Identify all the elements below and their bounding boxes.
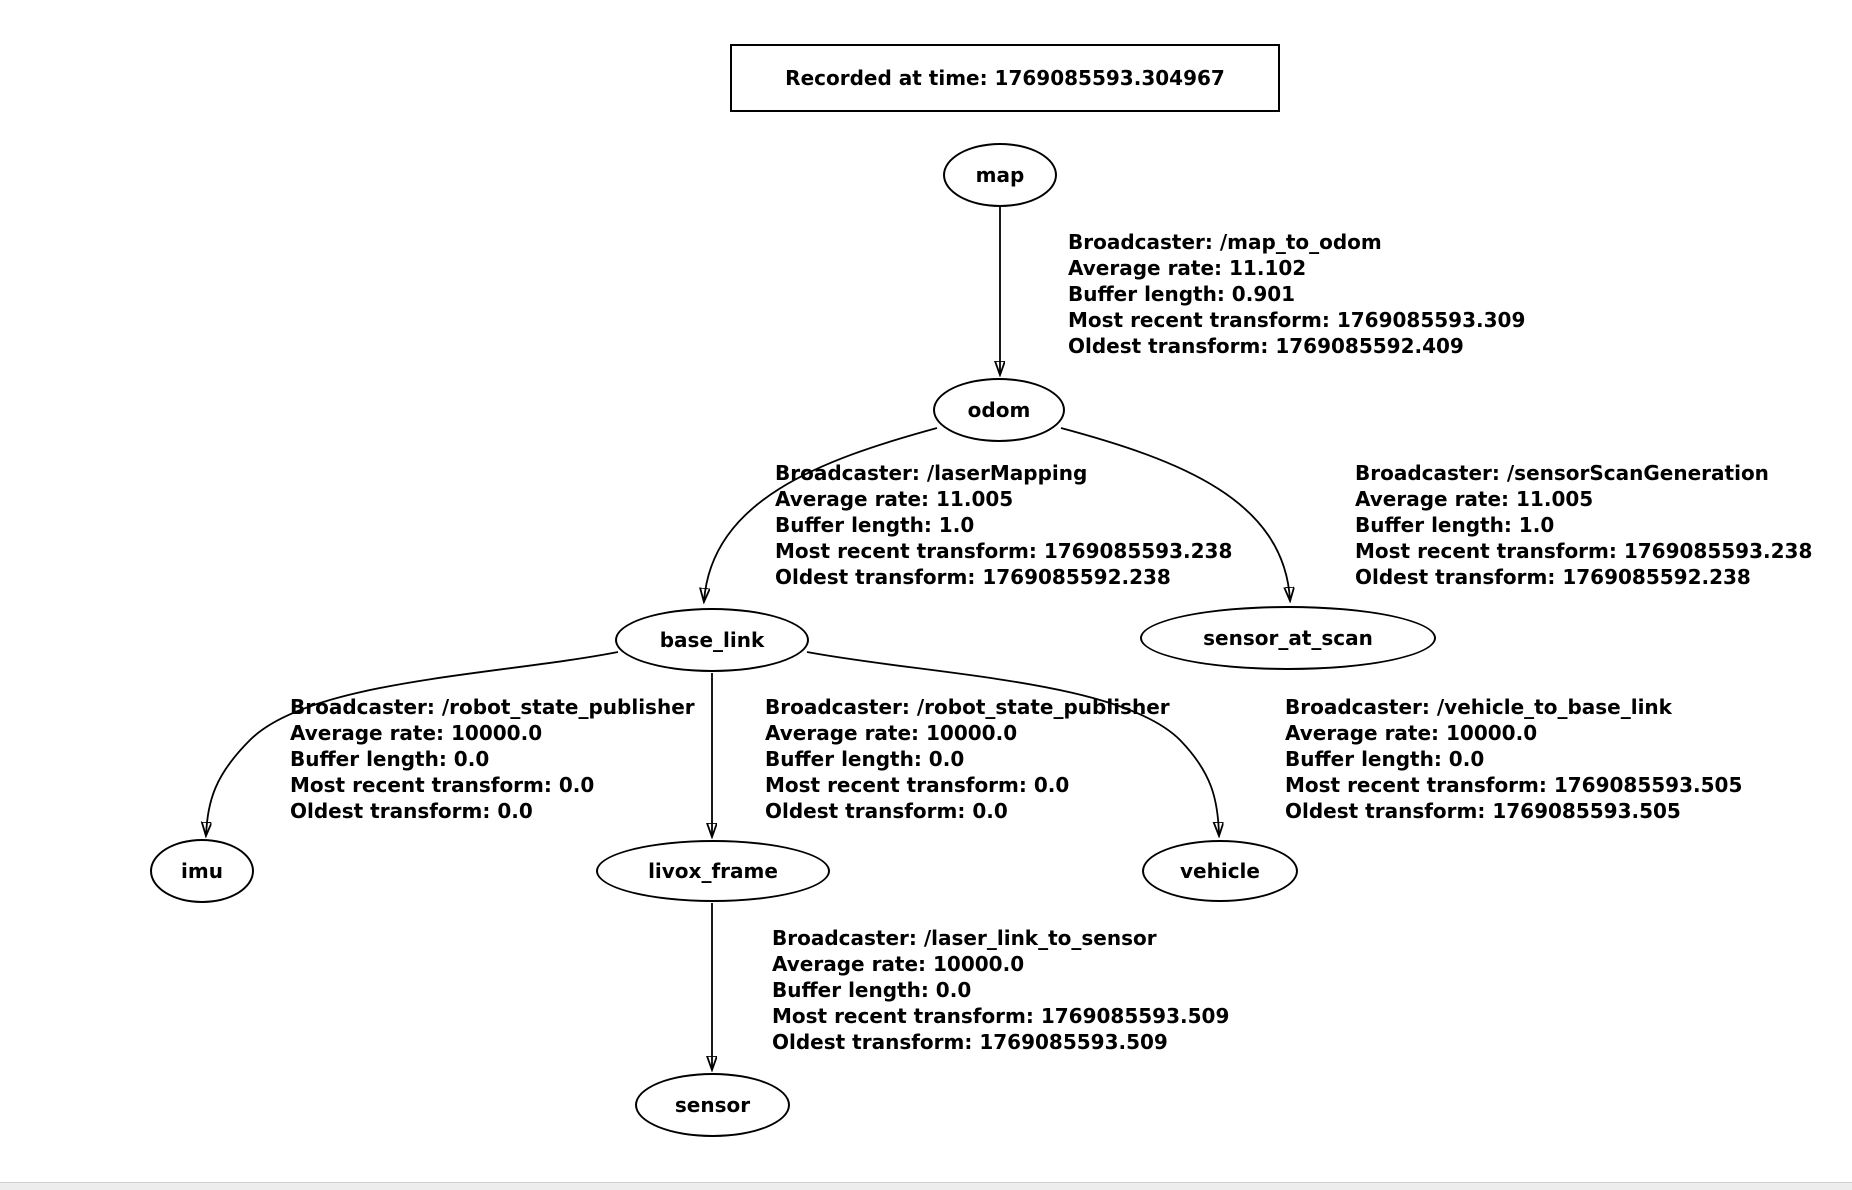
edge-label-line: Oldest transform: 0.0 [765, 799, 1008, 823]
frame-node-map: map [943, 143, 1057, 207]
frame-node-imu: imu [150, 839, 254, 903]
edge-label-line: Oldest transform: 1769085592.238 [1355, 565, 1751, 589]
edge-label-base-link-livox-frame: Broadcaster: /robot_state_publisher Aver… [765, 694, 1170, 824]
edge-label-line: Most recent transform: 1769085593.309 [1068, 308, 1526, 332]
edge-label-line: Buffer length: 0.0 [290, 747, 490, 771]
edge-base-link-vehicle [806, 651, 1219, 835]
frame-node-sensor: sensor [635, 1073, 790, 1137]
edge-label-line: Average rate: 10000.0 [772, 952, 1025, 976]
frame-node-base-link: base_link [615, 608, 809, 672]
frame-node-livox-frame: livox_frame [596, 840, 830, 902]
edge-label-line: Buffer length: 1.0 [1355, 513, 1555, 537]
edge-label-line: Broadcaster: /robot_state_publisher [765, 695, 1170, 719]
edge-label-line: Average rate: 10000.0 [1285, 721, 1538, 745]
edge-label-line: Broadcaster: /laserMapping [775, 461, 1088, 485]
edge-label-line: Oldest transform: 1769085592.409 [1068, 334, 1464, 358]
recorded-time-box: Recorded at time: 1769085593.304967 [730, 44, 1280, 112]
edge-label-line: Broadcaster: /laser_link_to_sensor [772, 926, 1157, 950]
edge-label-line: Buffer length: 0.0 [772, 978, 972, 1002]
edge-label-line: Broadcaster: /vehicle_to_base_link [1285, 695, 1672, 719]
edge-base-link-imu [206, 651, 619, 835]
edge-label-line: Oldest transform: 1769085593.509 [772, 1030, 1168, 1054]
frame-label: base_link [659, 628, 765, 652]
edge-label-line: Most recent transform: 1769085593.238 [775, 539, 1233, 563]
frame-label: sensor_at_scan [1203, 626, 1373, 650]
edge-label-line: Buffer length: 0.901 [1068, 282, 1296, 306]
edge-label-line: Most recent transform: 0.0 [765, 773, 1070, 797]
edge-label-line: Average rate: 10000.0 [765, 721, 1018, 745]
frame-label: odom [967, 398, 1031, 422]
edge-label-line: Most recent transform: 1769085593.238 [1355, 539, 1813, 563]
frame-label: map [975, 163, 1025, 187]
edge-label-line: Most recent transform: 0.0 [290, 773, 595, 797]
frame-label: imu [181, 859, 223, 883]
frame-node-odom: odom [933, 378, 1065, 442]
edge-label-base-link-vehicle: Broadcaster: /vehicle_to_base_link Avera… [1285, 694, 1742, 824]
edge-label-odom-sensor-at-scan: Broadcaster: /sensorScanGeneration Avera… [1355, 460, 1812, 590]
edge-label-line: Broadcaster: /map_to_odom [1068, 230, 1382, 254]
edge-label-line: Average rate: 10000.0 [290, 721, 543, 745]
edge-odom-sensor-at-scan [1060, 427, 1290, 600]
edge-label-odom-base-link: Broadcaster: /laserMapping Average rate:… [775, 460, 1232, 590]
edge-label-line: Oldest transform: 0.0 [290, 799, 533, 823]
edge-label-line: Average rate: 11.005 [775, 487, 1014, 511]
frame-node-sensor-at-scan: sensor_at_scan [1140, 606, 1436, 670]
frame-node-vehicle: vehicle [1142, 840, 1298, 902]
edge-label-line: Oldest transform: 1769085592.238 [775, 565, 1171, 589]
edge-label-line: Average rate: 11.102 [1068, 256, 1307, 280]
edge-label-line: Buffer length: 0.0 [1285, 747, 1485, 771]
recorded-time-label: Recorded at time: 1769085593.304967 [785, 66, 1225, 90]
edge-label-line: Broadcaster: /robot_state_publisher [290, 695, 695, 719]
edge-label-base-link-imu: Broadcaster: /robot_state_publisher Aver… [290, 694, 695, 824]
edge-label-line: Broadcaster: /sensorScanGeneration [1355, 461, 1769, 485]
edge-label-livox-frame-sensor: Broadcaster: /laser_link_to_sensor Avera… [772, 925, 1229, 1055]
frame-label: sensor [674, 1093, 751, 1117]
edge-odom-base-link [704, 427, 938, 601]
edge-label-line: Most recent transform: 1769085593.505 [1285, 773, 1743, 797]
frame-label: vehicle [1180, 859, 1260, 883]
edge-label-line: Average rate: 11.005 [1355, 487, 1594, 511]
edge-label-line: Oldest transform: 1769085593.505 [1285, 799, 1681, 823]
edge-label-line: Most recent transform: 1769085593.509 [772, 1004, 1230, 1028]
edge-label-line: Buffer length: 1.0 [775, 513, 975, 537]
edge-label-map-odom: Broadcaster: /map_to_odom Average rate: … [1068, 229, 1525, 359]
edge-label-line: Buffer length: 0.0 [765, 747, 965, 771]
frame-label: livox_frame [648, 859, 778, 883]
horizontal-scrollbar[interactable] [0, 1182, 1852, 1190]
